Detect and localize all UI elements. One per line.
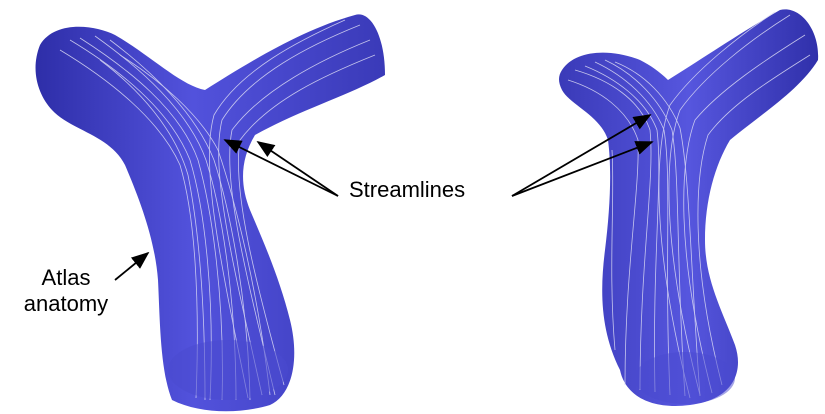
left-vessel-end-cap [168,340,288,400]
atlas-anatomy-label-line2: anatomy [10,291,122,317]
left-vessel [36,14,385,411]
atlas-anatomy-label: Atlas anatomy [10,265,122,317]
atlas-anatomy-label-line1: Atlas [10,265,122,291]
streamlines-arrow-left-2 [258,142,338,196]
streamlines-label-text: Streamlines [349,177,465,203]
right-vessel-end-cap [635,352,735,404]
streamlines-label: Streamlines [349,177,465,203]
right-vessel [559,9,818,406]
